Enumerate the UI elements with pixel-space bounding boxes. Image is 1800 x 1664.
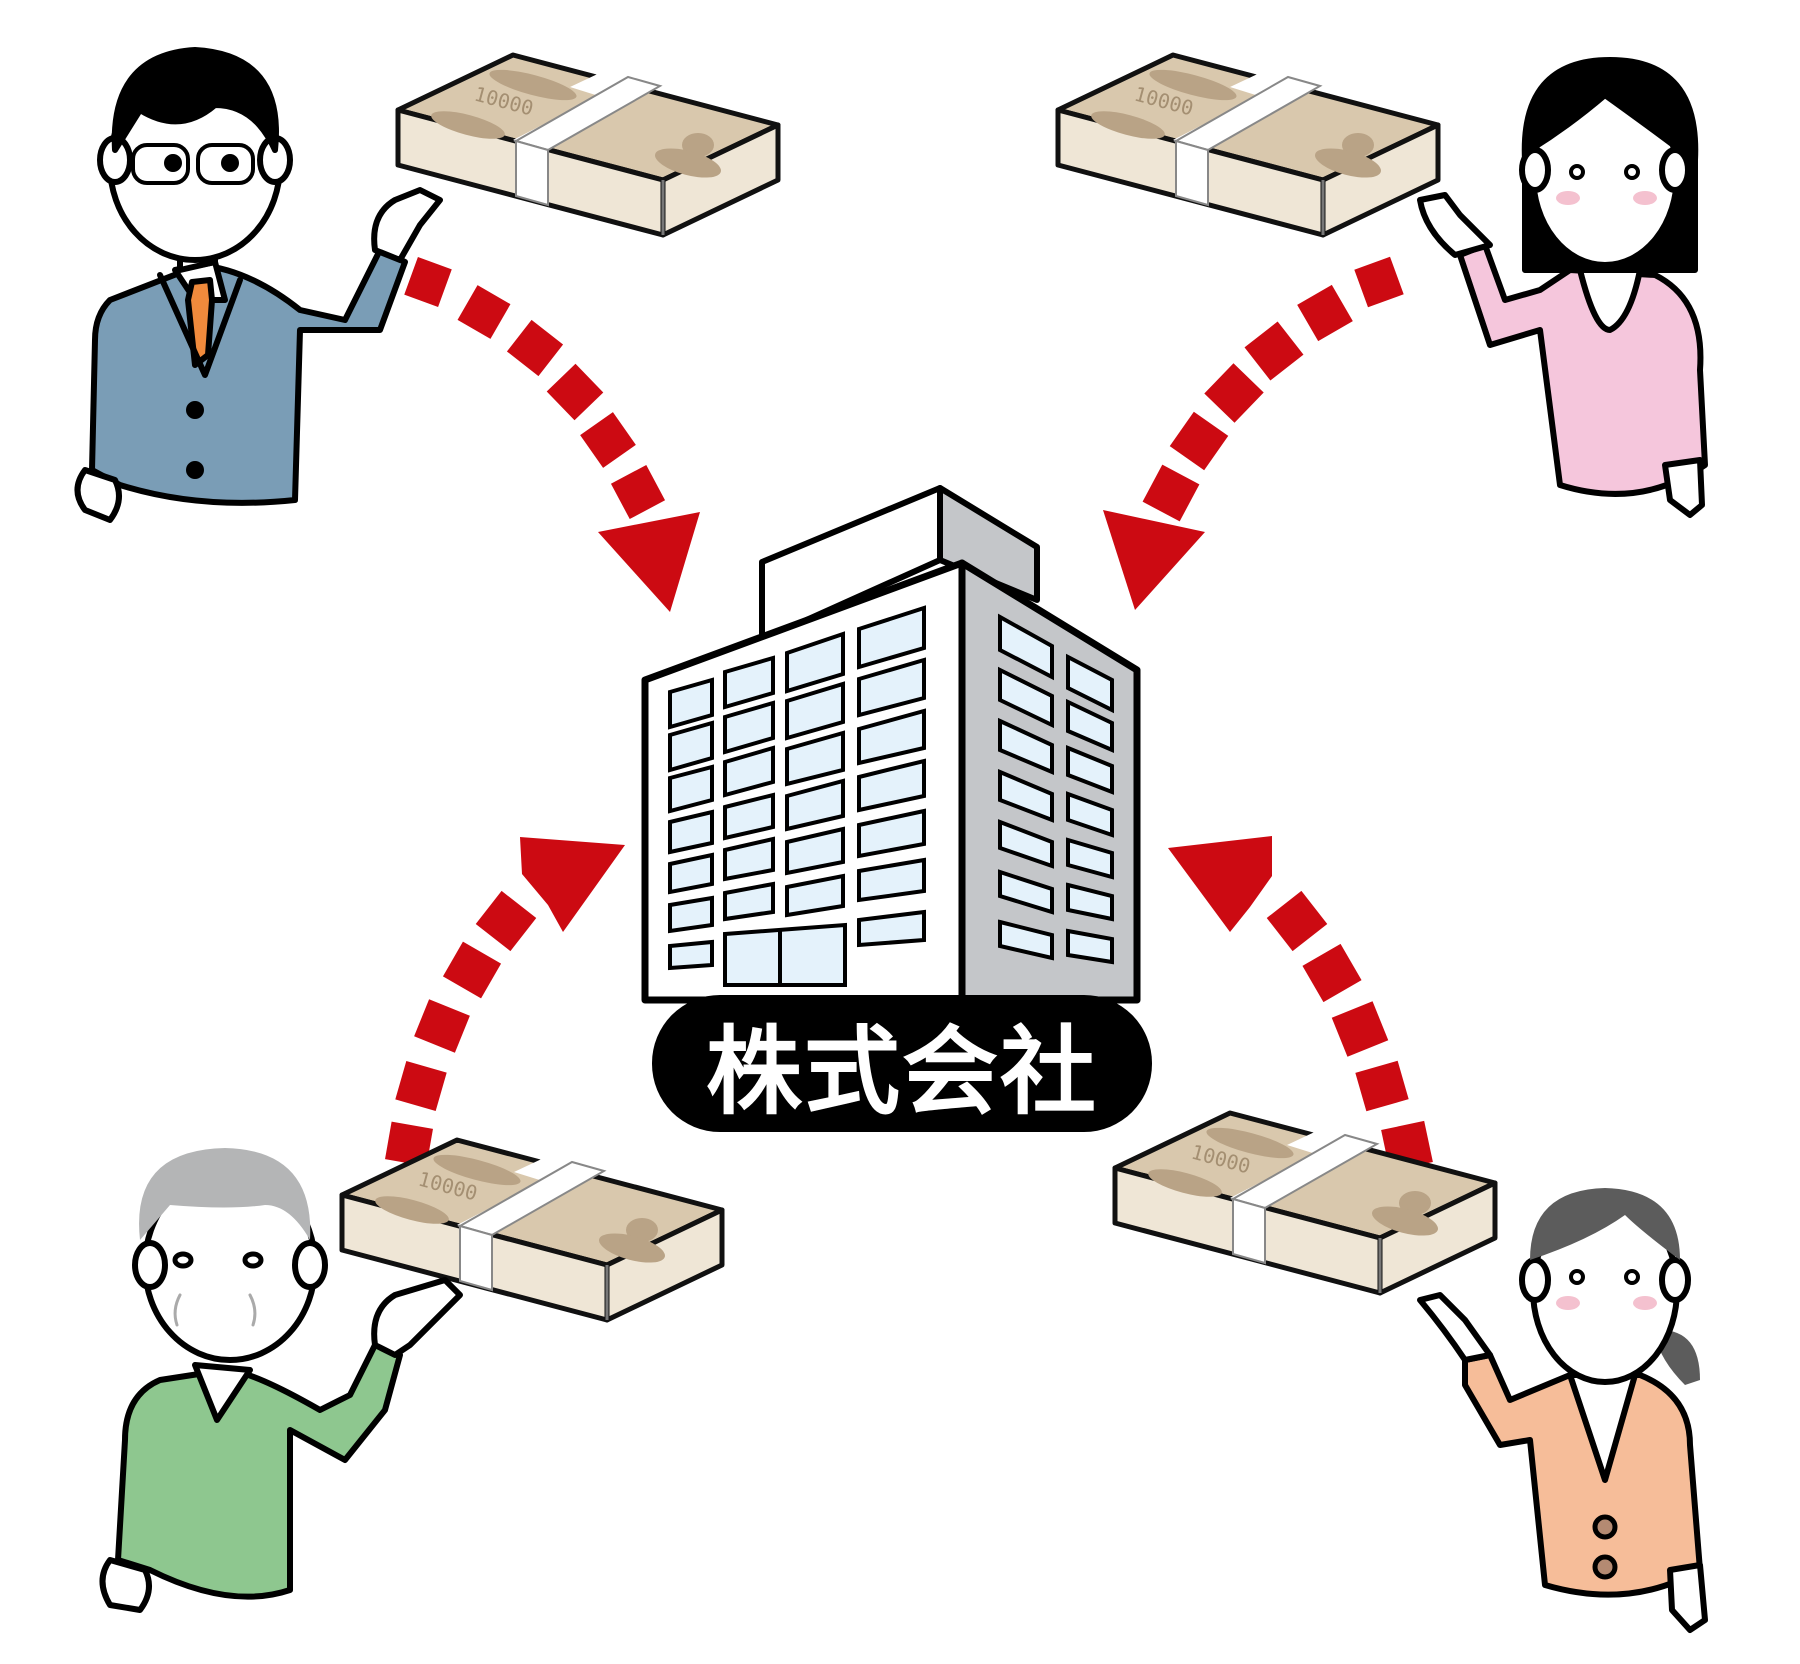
money-bundle-bottom-right [1115, 1113, 1495, 1293]
money-bundle-top-right [1058, 55, 1438, 235]
company-label [652, 995, 1152, 1132]
person-man-in-suit [74, 47, 443, 523]
person-older-woman [1417, 1188, 1708, 1633]
person-older-man [99, 1148, 463, 1613]
money-bundle-top-left [398, 55, 778, 235]
arrow-top-right [1103, 256, 1404, 610]
arrow-top-left [404, 257, 700, 612]
company-building-icon [641, 485, 1141, 1004]
company-label-text: 株式会社 [706, 1016, 1098, 1128]
arrow-bottom-left [385, 837, 625, 1167]
person-woman-long-hair [1417, 57, 1708, 518]
arrow-bottom-right [1168, 836, 1433, 1172]
